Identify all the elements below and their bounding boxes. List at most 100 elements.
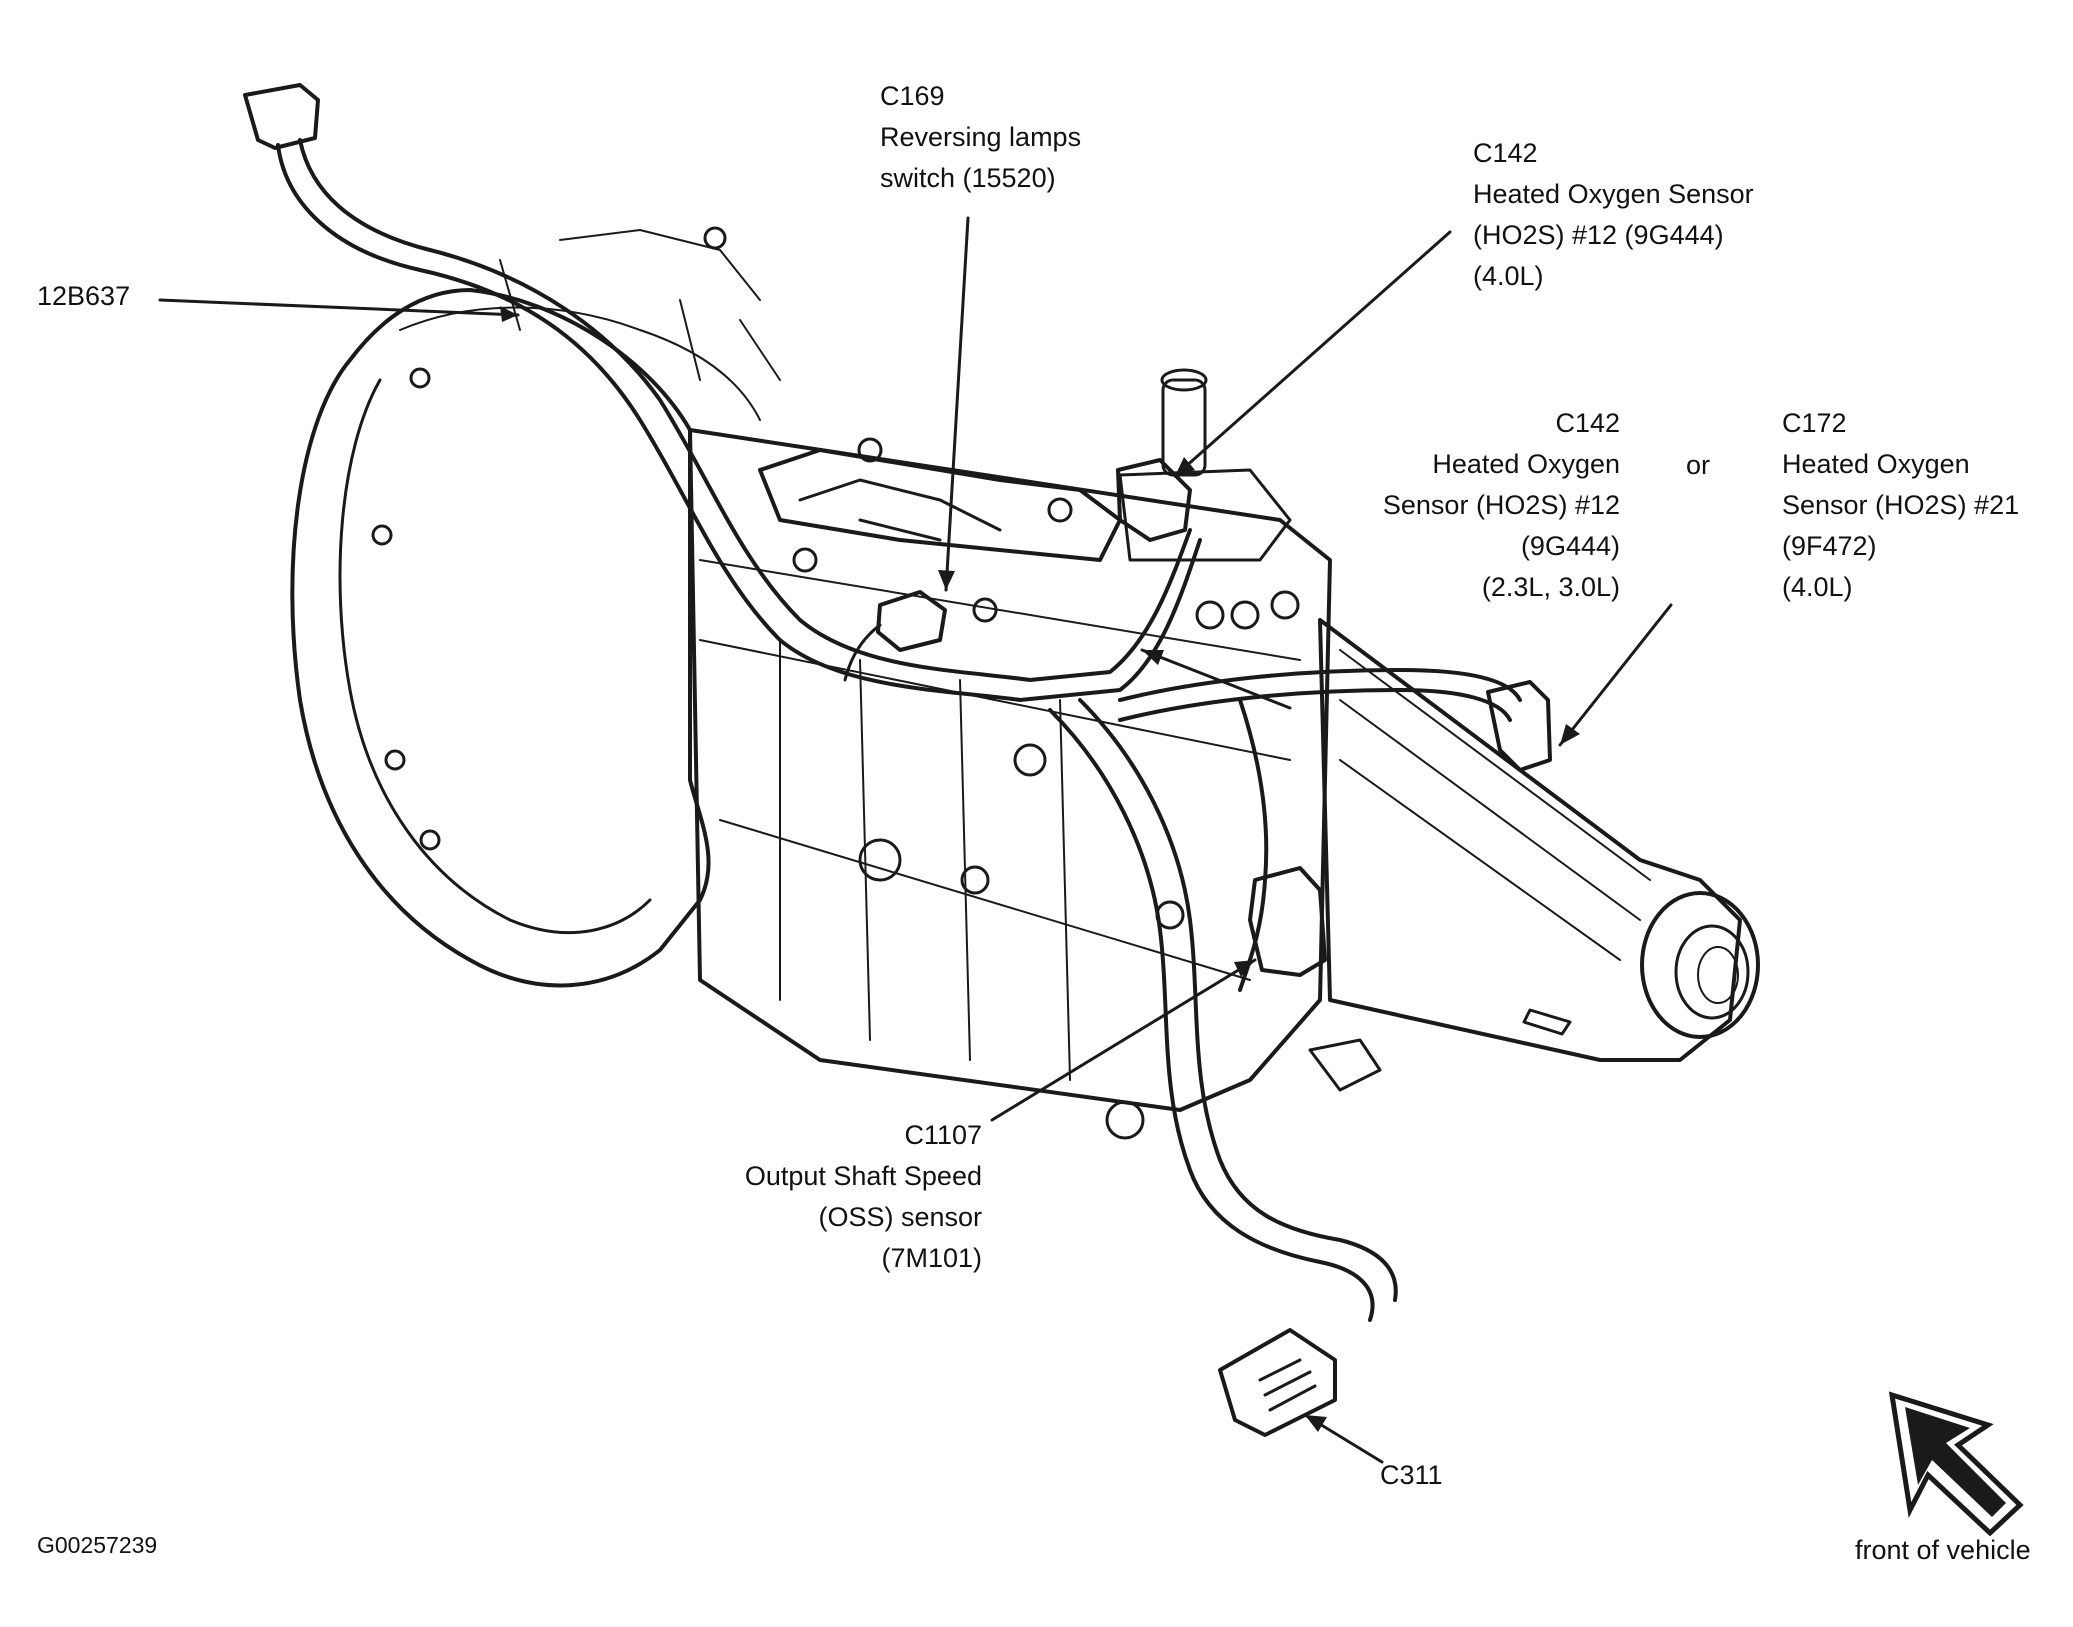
arrowhead: [1305, 1415, 1327, 1432]
harness-branch-down-edge: [1048, 708, 1375, 1322]
leader-c142-top: [1173, 230, 1452, 478]
bolt-hole: [409, 367, 431, 389]
label-front-of-vehicle: front of vehicle: [1855, 1530, 2031, 1571]
arrowhead: [1142, 650, 1164, 665]
shift-base: [1118, 468, 1292, 562]
bolt: [857, 437, 883, 463]
output-seal: [1640, 891, 1760, 1039]
wiring-harness: [243, 83, 1552, 1437]
label-line: C142: [1555, 408, 1620, 438]
main-case: [688, 428, 1332, 1112]
output-seal-inner: [1674, 924, 1750, 1020]
label-line: or: [1686, 450, 1711, 480]
bolt: [792, 547, 818, 573]
label-line: (4.0L): [1782, 572, 1853, 602]
c169-pigtail: [843, 623, 882, 682]
bolt-hole: [384, 749, 406, 771]
top-cover-detail: [798, 478, 1002, 542]
label-c172: C172 Heated Oxygen Sensor (HO2S) #21 (9F…: [1782, 403, 2019, 608]
leader-c172: [1558, 603, 1673, 747]
leader-c169: [944, 216, 970, 592]
label-line: C142: [1473, 138, 1538, 168]
harness-branch-down: [1078, 698, 1398, 1302]
label-line: Reversing lamps: [880, 122, 1082, 152]
figure-id: G00257239: [37, 1530, 157, 1560]
shift-tower: [1161, 378, 1207, 477]
rib: [499, 229, 781, 381]
shift-tower-top: [1160, 368, 1208, 392]
c172-connector: [1486, 680, 1552, 772]
bolt-hole: [703, 226, 727, 250]
harness-branch-right: [1118, 688, 1512, 722]
label-c311: C311: [1380, 1455, 1443, 1496]
bolt: [972, 597, 998, 623]
label-line: (7M101): [881, 1243, 982, 1273]
bolt: [960, 865, 990, 895]
label-line: G00257239: [37, 1532, 158, 1558]
label-line: (9G444): [1520, 531, 1620, 561]
bell-housing-inner: [338, 378, 652, 935]
bolt: [1195, 600, 1225, 630]
label-line: C172: [1782, 408, 1847, 438]
c142-top-connector: [1116, 458, 1192, 542]
leader-lines: [158, 216, 1673, 1464]
case-ribs: [779, 639, 1071, 1081]
harness-main: [276, 143, 1202, 702]
label-line: 12B637: [37, 281, 131, 311]
label-line: C1107: [904, 1120, 982, 1150]
arrowhead: [938, 570, 955, 590]
bell-housing: [290, 288, 711, 988]
harness-main-edge: [298, 138, 1192, 682]
c311-connector: [1218, 1328, 1337, 1437]
label-c142-mid: C142 Heated Oxygen Sensor (HO2S) #12 (9G…: [1300, 403, 1620, 608]
label-line: (4.0L): [1473, 261, 1544, 291]
extension-housing: [1318, 618, 1742, 1062]
bolt-hole: [371, 524, 393, 546]
label-12b637: 12B637: [37, 276, 130, 317]
bolt: [1047, 497, 1073, 523]
harness-end-connector: [243, 83, 320, 150]
case-seam: [699, 559, 1301, 981]
label-line: Output Shaft Speed: [744, 1161, 982, 1191]
harness-branch-right-edge: [1118, 668, 1522, 702]
label-line: (HO2S) #12 (9G444): [1473, 220, 1724, 250]
arrowhead: [500, 306, 518, 322]
extension-slot: [1522, 1008, 1572, 1036]
label-c1107: C1107 Output Shaft Speed (OSS) sensor (7…: [620, 1115, 982, 1279]
c169-switch: [876, 590, 947, 652]
label-line: (OSS) sensor: [818, 1202, 982, 1232]
label-c169: C169 Reversing lamps switch (15520): [880, 76, 1081, 199]
label-line: switch (15520): [880, 163, 1056, 193]
bolt-hole: [419, 829, 441, 851]
label-line: C311: [1380, 1460, 1443, 1490]
label-line: (2.3L, 3.0L): [1481, 572, 1620, 602]
bolt: [1230, 600, 1260, 630]
c311-detail: [1258, 1358, 1317, 1412]
extension-ribs: [1339, 649, 1651, 961]
arrowhead: [1175, 457, 1195, 476]
bolt: [858, 838, 902, 882]
transmission-drawing: [290, 226, 1760, 1140]
harness-to-oss: [1238, 698, 1269, 992]
label-line: Sensor (HO2S) #21: [1782, 490, 2020, 520]
output-bore: [1697, 946, 1739, 1004]
label-line: Heated Oxygen: [1432, 449, 1620, 479]
arrow-up-left-icon: [1888, 1391, 2024, 1537]
leader-c142-mid: [1140, 648, 1292, 710]
arrowhead: [1560, 724, 1580, 745]
arrowhead: [1234, 960, 1255, 977]
bolt: [1270, 590, 1300, 620]
label-line: Heated Oxygen: [1782, 449, 1970, 479]
label-line: (9F472): [1782, 531, 1877, 561]
label-c142-top: C142 Heated Oxygen Sensor (HO2S) #12 (9G…: [1473, 133, 1754, 297]
bolt: [1105, 1100, 1145, 1140]
label-line: Heated Oxygen Sensor: [1473, 179, 1754, 209]
label-line: front of vehicle: [1855, 1535, 2031, 1565]
label-line: C169: [880, 81, 945, 111]
leader-12b637: [158, 298, 520, 317]
bolt: [1013, 743, 1047, 777]
c1107-connector: [1248, 866, 1327, 977]
label-or: or: [1686, 445, 1710, 486]
label-line: Sensor (HO2S) #12: [1382, 490, 1620, 520]
